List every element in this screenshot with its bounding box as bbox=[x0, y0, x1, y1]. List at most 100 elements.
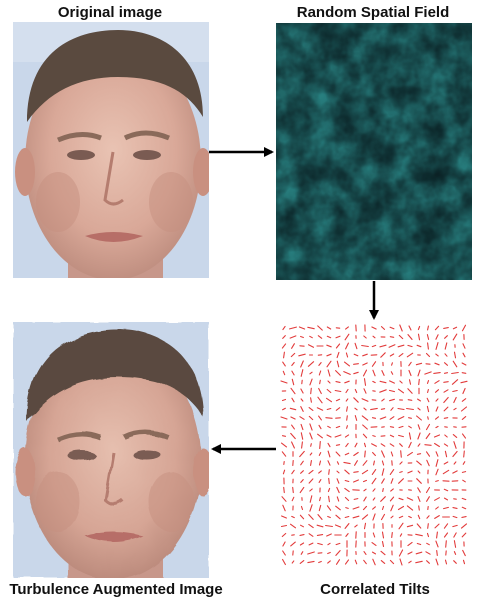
tilt-vector bbox=[354, 388, 358, 394]
tilt-vector bbox=[381, 450, 385, 458]
tilt-vector bbox=[407, 344, 413, 348]
tilt-vector bbox=[290, 387, 296, 395]
tilt-vector bbox=[435, 540, 439, 548]
tilt-vector bbox=[363, 522, 367, 530]
tilt-vector bbox=[327, 487, 331, 493]
tilt-vector bbox=[344, 479, 350, 483]
tilt-vector bbox=[328, 477, 330, 485]
tilt-vector bbox=[380, 513, 386, 521]
tilt-vector bbox=[443, 532, 449, 538]
tilt-vector bbox=[363, 496, 367, 502]
tilt-vector bbox=[444, 559, 448, 565]
tilt-vector bbox=[282, 407, 286, 411]
tilt-vector bbox=[408, 325, 412, 331]
tilt-vector bbox=[400, 450, 402, 458]
tilt-vector bbox=[461, 372, 467, 374]
tilt-vector bbox=[417, 487, 421, 493]
tilt-vector bbox=[406, 407, 414, 411]
tilt-vector bbox=[461, 471, 467, 473]
tilt-vector bbox=[300, 505, 304, 511]
tilt-vector bbox=[327, 369, 331, 377]
tilt-vector bbox=[460, 406, 468, 412]
tilt-vector bbox=[380, 560, 386, 564]
tilt-vector bbox=[326, 388, 332, 394]
tilt-vector bbox=[435, 353, 439, 357]
tilt-vector bbox=[397, 416, 405, 420]
tilt-vector bbox=[308, 478, 314, 484]
tilt-vector bbox=[336, 470, 340, 474]
tilt-vector bbox=[408, 379, 412, 385]
tilt-vector bbox=[291, 496, 295, 502]
tilt-vector bbox=[381, 460, 385, 466]
tilt-vector bbox=[328, 469, 330, 475]
tilt-vector bbox=[334, 524, 342, 528]
tilt-vector bbox=[307, 551, 315, 555]
tilt-vector bbox=[335, 335, 341, 339]
tilt-vector bbox=[327, 425, 331, 429]
tilt-vector bbox=[310, 460, 312, 466]
tilt-vector bbox=[435, 398, 439, 402]
tilt-vector bbox=[282, 541, 286, 547]
tilt-vector bbox=[319, 379, 321, 385]
tilt-vector bbox=[327, 515, 331, 519]
tilt-vector bbox=[444, 335, 448, 339]
tilt-vector bbox=[308, 407, 314, 411]
tilt-vector bbox=[462, 352, 466, 358]
tilt-vector bbox=[408, 432, 412, 440]
tilt-vector bbox=[444, 434, 448, 438]
tilt-vector bbox=[408, 560, 412, 564]
tilt-vector bbox=[282, 335, 286, 339]
tilt-vector bbox=[334, 434, 342, 438]
tilt-vector bbox=[371, 344, 377, 348]
tilt-vector bbox=[390, 478, 394, 484]
tilt-vector bbox=[433, 434, 441, 438]
tilt-vector bbox=[336, 351, 340, 359]
tilt-vector bbox=[407, 470, 413, 474]
tilt-vector bbox=[371, 477, 377, 485]
tilt-vector bbox=[299, 534, 305, 536]
tilt-vector bbox=[300, 369, 304, 377]
tilt-vector bbox=[443, 381, 449, 383]
tilt-vector bbox=[344, 559, 350, 565]
augmented-face-image bbox=[13, 322, 209, 578]
tilt-vector bbox=[343, 461, 351, 465]
tilt-vector bbox=[408, 441, 412, 449]
tilt-vector bbox=[299, 514, 305, 520]
tilt-vector bbox=[417, 496, 421, 502]
tilt-vector bbox=[353, 363, 359, 365]
tilt-vector bbox=[307, 344, 315, 348]
tilt-vector bbox=[381, 540, 385, 548]
tilt-vector bbox=[415, 560, 423, 564]
tilt-vector bbox=[318, 479, 322, 483]
tilt-vector bbox=[443, 327, 449, 329]
tilt-vector bbox=[460, 380, 468, 384]
random-spatial-field bbox=[276, 23, 472, 280]
tilt-vector bbox=[316, 534, 324, 536]
tilt-vector bbox=[434, 325, 440, 331]
tilt-vector bbox=[280, 380, 288, 384]
tilt-vector bbox=[399, 443, 403, 447]
tilt-vector bbox=[452, 434, 458, 438]
tilt-vector bbox=[427, 416, 429, 420]
tilt-vector bbox=[453, 441, 457, 449]
tilt-vector bbox=[319, 440, 321, 450]
tilt-vector bbox=[308, 542, 314, 546]
tilt-vector bbox=[290, 541, 296, 547]
tilt-vector bbox=[353, 498, 359, 500]
tilt-vector bbox=[435, 558, 439, 566]
tilt-vector bbox=[310, 397, 312, 403]
tilt-vector bbox=[291, 515, 295, 519]
tilt-vector bbox=[389, 336, 395, 338]
tilt-vector bbox=[281, 532, 287, 538]
tilt-vector bbox=[380, 408, 386, 410]
tilt-vector bbox=[379, 389, 387, 393]
tilt-vector bbox=[371, 542, 377, 546]
tilt-vector bbox=[309, 378, 313, 386]
tilt-vector bbox=[389, 559, 395, 565]
tilt-vector bbox=[300, 460, 304, 466]
tilt-vector bbox=[452, 515, 458, 519]
tilt-vector bbox=[443, 389, 449, 393]
tilt-vector bbox=[371, 469, 377, 475]
tilt-vector bbox=[451, 371, 459, 375]
tilt-vector bbox=[290, 416, 296, 420]
